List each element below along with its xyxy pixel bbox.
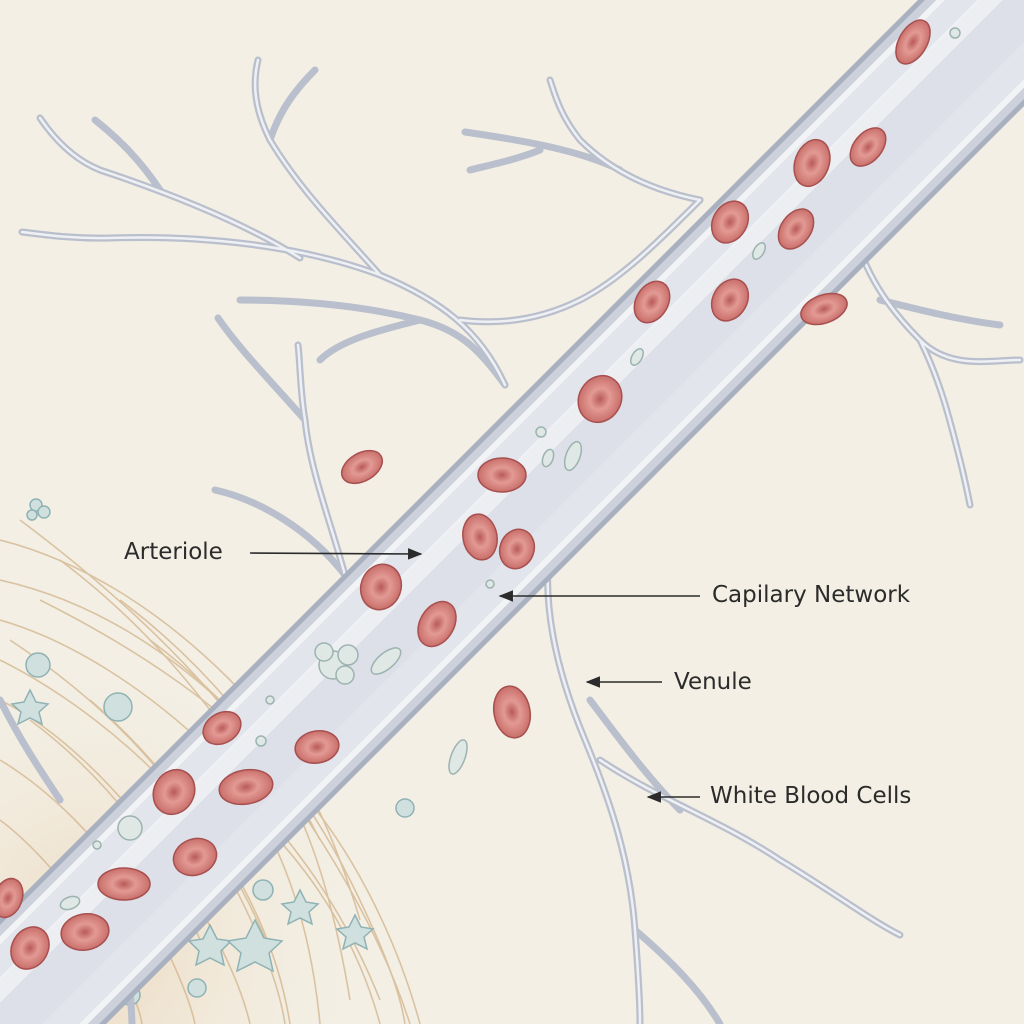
label-venule: Venule xyxy=(674,669,752,695)
red-blood-cells xyxy=(0,19,931,970)
white-blood-cells xyxy=(59,27,961,911)
arrow-arteriole xyxy=(249,548,423,560)
label-capillary-network: Capilary Network xyxy=(712,582,911,608)
label-arteriole: Arteriole xyxy=(124,539,223,565)
label-arrows xyxy=(249,548,700,803)
tissue-cells xyxy=(10,498,415,1006)
label-white-blood-cells: White Blood Cells xyxy=(710,783,912,809)
